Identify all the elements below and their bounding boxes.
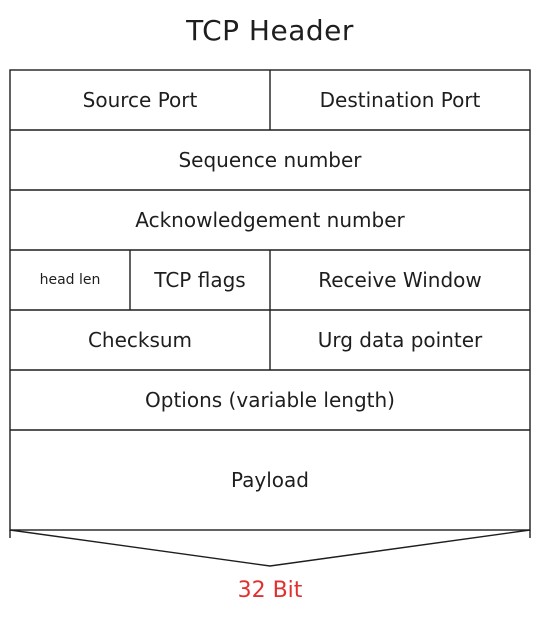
- diagram-title: TCP Header: [186, 14, 354, 47]
- field-head-len: head len: [39, 272, 101, 288]
- field-sequence-number: Sequence number: [178, 148, 362, 172]
- field-destination-port: Destination Port: [319, 88, 481, 112]
- field-acknowledgement-number: Acknowledgement number: [135, 208, 405, 232]
- field-receive-window: Receive Window: [318, 268, 482, 292]
- field-checksum: Checksum: [87, 328, 193, 352]
- width-brace: [9, 529, 531, 567]
- field-payload: Payload: [231, 468, 309, 492]
- field-tcp-flags: TCP flags: [154, 268, 246, 292]
- field-source-port: Source Port: [82, 88, 198, 112]
- width-label: 32 Bit: [237, 578, 303, 603]
- field-options: Options (variable length): [145, 388, 395, 412]
- field-urg-data-pointer: Urg data pointer: [317, 328, 483, 352]
